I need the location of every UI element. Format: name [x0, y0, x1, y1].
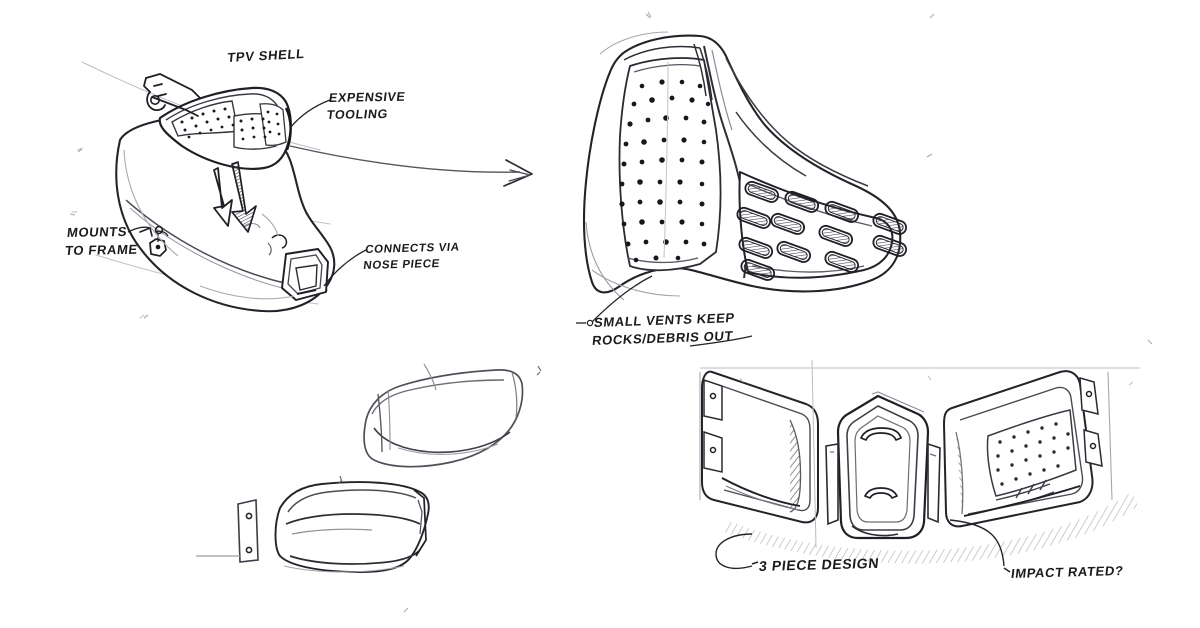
front-view-tail — [585, 221, 625, 301]
shell-ghost-contours — [123, 149, 295, 300]
face-perforations — [619, 79, 711, 263]
leader-impact-rated — [949, 519, 1011, 573]
right-wing-panel — [943, 370, 1113, 528]
left-bolt-hole-bottom — [709, 446, 717, 454]
direction-arrow-down — [213, 161, 257, 233]
bracket-plate — [237, 499, 259, 563]
shoulder-contour — [725, 57, 869, 187]
stray-marks — [69, 11, 1153, 613]
side-vent-panel — [734, 171, 909, 283]
leader-expensive-tooling — [289, 99, 331, 129]
bracket-bolt-hole-top — [245, 512, 253, 520]
assembly-shadow — [724, 492, 1138, 564]
sketch-front-view — [582, 13, 933, 301]
assembly-construction — [700, 359, 1140, 549]
sketch-three-piece-assembly — [699, 359, 1140, 564]
leader-three-piece-design — [715, 533, 759, 570]
leader-connects-via-nose — [323, 249, 367, 287]
right-bolt-hole-bottom — [1089, 442, 1097, 450]
right-bolt-hole-top — [1085, 390, 1093, 398]
sketch-main-three-quarter-view — [71, 61, 336, 319]
upper-mount-arms — [143, 73, 201, 117]
frame-mount-tab — [139, 225, 169, 257]
sketch-profile-upper — [363, 363, 542, 468]
bracket-bolt-hole-bottom — [245, 546, 253, 554]
leader-small-vents — [576, 275, 753, 347]
right-wing-perforations — [996, 422, 1070, 486]
top-vent-housing — [158, 86, 292, 170]
front-top-edge — [623, 43, 713, 101]
sketch-profile-lower — [196, 475, 430, 573]
perforated-face-panel — [618, 57, 722, 272]
nose-piece-socket — [243, 223, 329, 301]
left-bolt-hole-top — [709, 392, 717, 400]
transfer-arrow — [289, 145, 533, 187]
vent-perforation-pads — [171, 100, 287, 150]
center-ridge-ghost — [711, 49, 733, 131]
left-wing-panel — [699, 370, 819, 524]
center-nose-piece — [825, 391, 941, 540]
perforation-dots — [180, 107, 281, 141]
leader-mounts-to-frame — [127, 226, 151, 233]
